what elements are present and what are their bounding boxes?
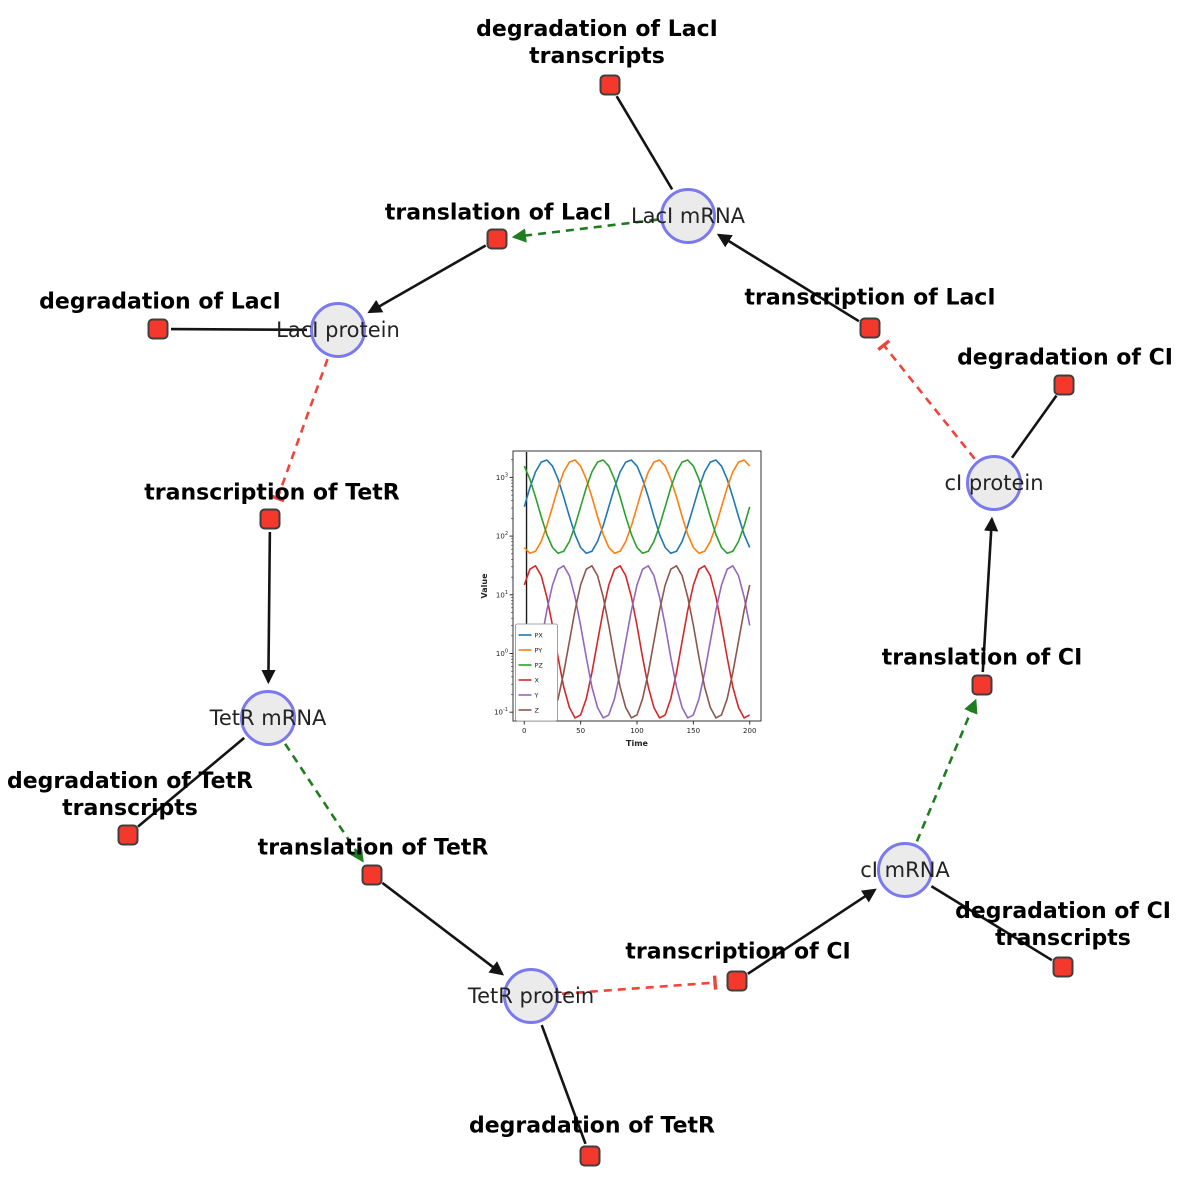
reaction-label-line: transcription of TetR <box>144 480 400 506</box>
reaction-label-r-tx-laci: transcription of LacI <box>744 285 995 312</box>
legend-label-Y: Y <box>534 692 539 700</box>
legend-label-PX: PX <box>535 632 544 640</box>
x-tick-label: 150 <box>687 727 700 735</box>
reaction-node-r-deg-laci-tx[interactable] <box>599 74 621 96</box>
legend-label-PZ: PZ <box>535 662 544 670</box>
y-tick-label: 101 <box>496 590 508 600</box>
reaction-node-r-transl-tetr[interactable] <box>361 864 383 886</box>
reaction-label-line: degradation of TetR <box>468 1113 716 1139</box>
reaction-label-line: transcription of LacI <box>744 285 996 311</box>
reaction-label-line: degradation of CI <box>955 899 1171 924</box>
edge-production-r-transl-tetr-s-tetr-protein <box>381 881 505 976</box>
species-label-s-tetr-mrna: TetR mRNA <box>209 706 327 730</box>
species-label-s-laci-protein: LacI protein <box>276 318 400 342</box>
reaction-label-line: degradation of TetR <box>6 769 254 794</box>
edge-modifier-s-laci-mrna-r-transl-laci <box>511 218 658 243</box>
reaction-node-r-transl-laci[interactable] <box>486 228 508 250</box>
series-line-PX <box>523 459 751 555</box>
x-tick-label: 50 <box>576 727 585 735</box>
series-line-Y <box>523 565 751 719</box>
reaction-node-r-tx-laci[interactable] <box>859 317 881 339</box>
edge-inhibition-s-laci-protein-r-tx-tetr <box>270 358 329 503</box>
edge-inhibition-s-tetr-protein-r-tx-ci <box>561 975 718 996</box>
reaction-label-r-deg-ci: degradation of CI <box>957 345 1173 372</box>
edge-production-r-tx-ci-s-ci-mrna <box>747 888 877 975</box>
edge-production-r-transl-laci-s-laci-protein <box>367 244 487 314</box>
edge-consumption-s-tetr-mrna-r-deg-tetr-tx <box>137 736 246 828</box>
species-label-s-laci-mrna: LacI mRNA <box>630 204 746 228</box>
reaction-label-line: degradation of LacI <box>476 17 718 42</box>
edge-consumption-s-laci-protein-r-deg-laci <box>170 327 308 332</box>
reaction-node-r-tx-ci[interactable] <box>726 970 748 992</box>
x-tick-label: 200 <box>743 727 756 735</box>
legend-label-X: X <box>535 677 540 685</box>
chart-legend <box>515 623 558 722</box>
edge-inhibition-s-ci-protein-r-tx-laci <box>877 339 976 460</box>
x-tick-label: 0 <box>522 727 526 735</box>
reaction-label-line: translation of CI <box>881 645 1083 671</box>
reaction-label-r-deg-laci: degradation of LacI <box>39 289 281 316</box>
edge-consumption-s-laci-mrna-r-deg-laci-tx <box>615 95 674 191</box>
y-tick-label: 100 <box>496 649 508 659</box>
species-label-s-ci-protein: cI protein <box>944 471 1044 495</box>
reaction-label-r-transl-laci: translation of LacI <box>385 200 611 227</box>
species-node-s-tetr-mrna[interactable] <box>240 690 296 746</box>
y-axis-label: Value <box>480 573 489 599</box>
reaction-node-r-deg-ci-tx[interactable] <box>1052 956 1074 978</box>
species-label-s-ci-mrna: cI mRNA <box>860 858 950 882</box>
species-node-s-tetr-protein[interactable] <box>503 968 559 1024</box>
reaction-node-r-transl-ci[interactable] <box>971 674 993 696</box>
species-node-s-laci-protein[interactable] <box>310 302 366 358</box>
reaction-node-r-tx-tetr[interactable] <box>259 508 281 530</box>
reaction-label-line: degradation of LacI <box>39 289 281 315</box>
reaction-label-line: translation of TetR <box>257 835 489 861</box>
reaction-label-r-transl-ci: translation of CI <box>882 645 1083 672</box>
species-node-s-ci-mrna[interactable] <box>877 842 933 898</box>
reaction-label-line: degradation of CI <box>957 345 1173 371</box>
edge-consumption-s-ci-mrna-r-deg-ci-tx <box>930 885 1053 962</box>
species-node-s-laci-mrna[interactable] <box>660 188 716 244</box>
reaction-label-r-deg-tetr: degradation of TetR <box>469 1113 715 1140</box>
reaction-label-r-tx-tetr: transcription of TetR <box>144 480 399 507</box>
reaction-label-line: transcription of CI <box>625 939 851 965</box>
y-tick-label: 10-1 <box>494 707 508 717</box>
edge-modifier-s-ci-mrna-r-transl-ci <box>915 698 978 842</box>
x-axis-label: Time <box>626 739 649 748</box>
x-tick-label: 100 <box>630 727 643 735</box>
edge-production-r-transl-ci-s-ci-protein <box>981 516 999 673</box>
edge-modifier-s-tetr-mrna-r-transl-tetr <box>284 743 364 863</box>
reaction-label-line: transcripts <box>529 44 665 69</box>
reaction-node-r-deg-laci[interactable] <box>147 318 169 340</box>
reaction-node-r-deg-tetr-tx[interactable] <box>117 824 139 846</box>
edge-production-r-tx-tetr-s-tetr-mrna <box>261 531 276 685</box>
edge-consumption-s-ci-protein-r-deg-ci <box>1010 394 1058 459</box>
reaction-label-r-tx-ci: transcription of CI <box>625 939 850 966</box>
legend-label-Z: Z <box>535 707 540 715</box>
species-node-s-ci-protein[interactable] <box>966 455 1022 511</box>
reaction-label-line: transcripts <box>995 926 1131 951</box>
reaction-label-line: translation of LacI <box>384 200 612 226</box>
reaction-label-line: transcripts <box>62 796 198 821</box>
reaction-label-r-transl-tetr: translation of TetR <box>258 835 489 862</box>
series-line-Z <box>523 565 751 719</box>
y-tick-label: 102 <box>496 531 508 541</box>
series-line-X <box>523 565 751 719</box>
series-line-PY <box>523 459 751 555</box>
reaction-node-r-deg-tetr[interactable] <box>579 1145 601 1167</box>
species-label-s-tetr-protein: TetR protein <box>467 984 595 1008</box>
reaction-node-r-deg-ci[interactable] <box>1053 374 1075 396</box>
y-tick-label: 103 <box>496 472 508 482</box>
edge-production-r-tx-laci-s-laci-mrna <box>716 233 860 323</box>
legend-label-PY: PY <box>535 647 543 655</box>
edge-consumption-s-tetr-protein-r-deg-tetr <box>540 1024 587 1145</box>
series-line-PZ <box>523 459 751 555</box>
